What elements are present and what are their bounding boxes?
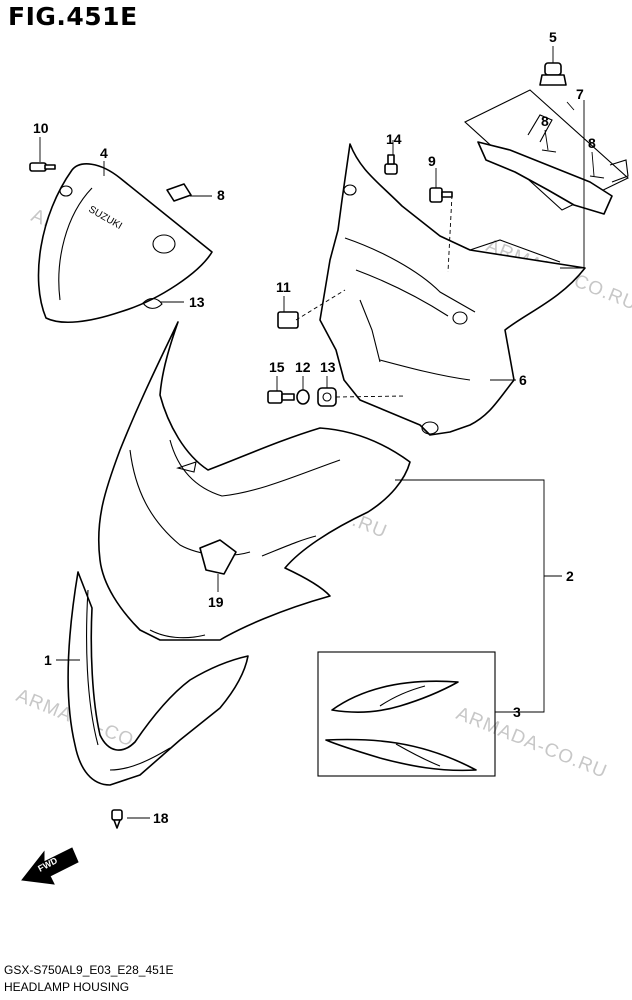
figure-description: HEADLAMP HOUSING [4, 980, 130, 994]
screw-part-11 [29, 162, 56, 172]
callout-15: 14 [386, 131, 402, 147]
callout-2: 2 [566, 568, 574, 584]
figure-code: GSX-S750AL9_E03_E28_451E [4, 963, 174, 977]
visor-part: SUZUKI [37, 163, 213, 324]
callout-14: 13 [320, 359, 336, 375]
watermark-text: ARMADA-CO.RU [453, 703, 610, 783]
callout-3: 3 [513, 704, 521, 720]
screw-part-18 [111, 809, 123, 829]
headlamp-housing-frame [319, 143, 586, 436]
callout-6: 6 [519, 372, 527, 388]
callout-8a: 8 [541, 113, 549, 129]
decal-set [317, 651, 496, 777]
collar-part [317, 387, 337, 407]
callout-17: 15 [269, 359, 285, 375]
bolt-part-10 [429, 187, 453, 203]
fwd-arrow-icon: FWD [21, 847, 79, 885]
washer-part [296, 389, 310, 405]
callout-16: 13 [189, 294, 205, 310]
callout-8b: 8 [588, 135, 596, 151]
callout-11: 10 [33, 120, 49, 136]
label-part-19 [199, 539, 237, 575]
sticker-part [166, 183, 192, 202]
callout-10: 9 [428, 153, 436, 169]
grommet-part [539, 62, 567, 86]
lower-cowling [67, 571, 249, 786]
callout-19: 19 [208, 594, 224, 610]
callout-labels: 10 4 8 13 5 7 8 8 14 9 11 15 12 13 6 1 2… [33, 29, 596, 826]
callout-4: 4 [100, 145, 108, 161]
clip-part [142, 298, 163, 309]
figure-title: FIG.451E [8, 2, 138, 31]
bracket-assembly [464, 89, 629, 215]
callout-7: 7 [576, 86, 584, 102]
bolt-part-15 [384, 154, 398, 175]
callout-13: 12 [295, 359, 311, 375]
callout-18: 18 [153, 810, 169, 826]
leader-lines [39, 46, 595, 819]
callout-5: 5 [549, 29, 557, 45]
bolt-part-17 [267, 390, 295, 404]
nut-clip-part [277, 311, 299, 329]
callout-12: 11 [276, 279, 291, 295]
callout-9: 8 [217, 187, 225, 203]
callout-1: 1 [44, 652, 52, 668]
